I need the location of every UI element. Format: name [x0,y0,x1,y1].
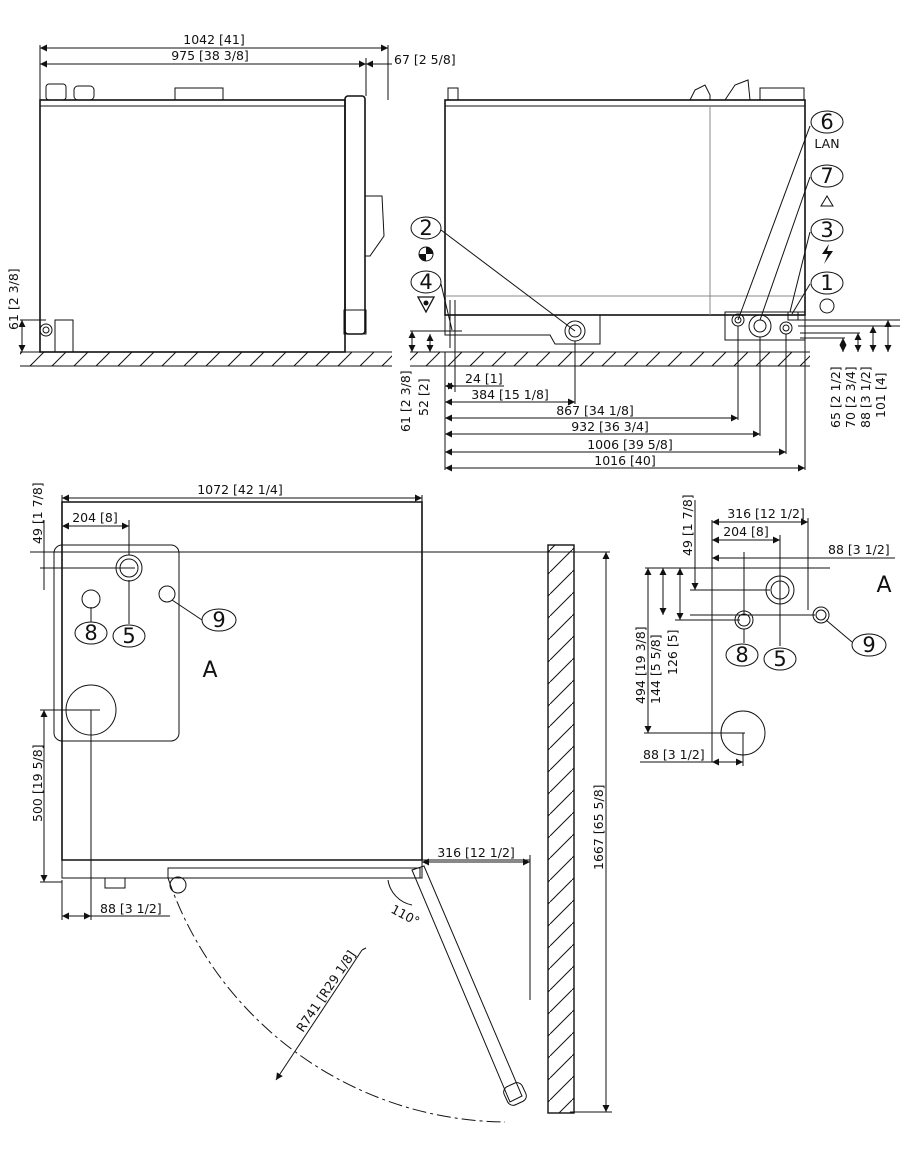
svg-text:5: 5 [773,647,786,671]
dim-rear-offset: 52 [2] [416,378,431,416]
rear-body [444,99,806,316]
dim-top-88: 88 [3 1/2] [100,901,162,916]
callout-7: 7 [810,164,844,207]
dim-side-foot: 61 [2 3/8] [6,268,21,330]
dim-h88: 88 [3 1/2] [858,366,873,428]
water-inlet-icon [418,246,434,262]
lan-label: LAN [814,136,839,151]
dim-door-depth: 67 [2 5/8] [394,52,456,67]
callout-5-detail: 5 [763,647,797,671]
dim-a-49: 49 [1 7/8] [680,494,695,556]
dim-rear-total: 1016 [40] [594,453,655,468]
callout-2: 2 [410,216,442,262]
detail-ref-A: A [202,658,217,683]
dim-a-494: 494 [19 3/8] [633,626,648,704]
svg-text:5: 5 [122,624,135,648]
side-floor [20,352,392,366]
dim-a-144: 144 [5 5/8] [648,634,663,704]
side-body [39,99,346,353]
dim-a-316: 316 [12 1/2] [727,506,805,521]
circle-icon [819,298,835,314]
dim-conn-5: 932 [36 3/4] [571,419,649,434]
svg-text:4: 4 [419,270,432,294]
dim-a-204: 204 [8] [723,524,769,539]
equipotential-icon [820,195,834,207]
dim-side-inner-width: 975 [38 3/8] [171,48,249,63]
dim-door-radius: R741 [R29 1/8] [293,948,359,1035]
detail-zone [53,544,180,742]
side-door [344,95,366,335]
svg-text:7: 7 [820,164,833,188]
detail-a: A 8 5 9 316 [12 1/2] 204 [8] 88 [3 1/2] [633,494,895,766]
dim-drain-x1: 24 [1] [465,371,503,386]
callout-3: 3 [810,218,844,264]
callout-8-detail: 8 [725,643,759,667]
rear-floor [410,352,810,366]
dim-conn-9: 1006 [39 5/8] [587,437,673,452]
callout-1: 1 [810,271,844,314]
svg-text:9: 9 [212,608,225,632]
dim-top-49: 49 [1 7/8] [30,482,45,544]
callout-9-detail: 9 [851,633,887,657]
dim-top-204: 204 [8] [72,510,118,525]
wall [547,544,575,1114]
svg-text:8: 8 [84,621,97,645]
svg-text:6: 6 [820,110,833,134]
drain-icon [416,296,436,314]
side-view: 1042 [41] 975 [38 3/8] 67 [2 5/8] 61 [2 … [6,32,456,367]
dim-top-width: 1072 [42 1/4] [197,482,283,497]
dim-h70: 70 [2 3/4] [843,366,858,428]
svg-text:9: 9 [862,633,875,657]
svg-text:2: 2 [419,216,432,240]
svg-text:3: 3 [820,218,833,242]
dim-top-1667: 1667 [65 5/8] [591,784,606,870]
dim-conn-8: 867 [34 1/8] [556,403,634,418]
dim-top-316: 316 [12 1/2] [437,845,515,860]
callout-5-top: 5 [112,624,146,648]
electrical-icon [822,244,833,264]
dim-a-88-bottom: 88 [3 1/2] [643,747,705,762]
dim-top-500: 500 [19 5/8] [30,744,45,822]
dim-rear-foot: 61 [2 3/8] [398,370,413,432]
top-view: A 8 5 9 110° R741 [R29 1/8] 1072 [ [30,482,612,1123]
dim-h101: 101 [4] [873,372,888,418]
callout-8-top: 8 [74,621,108,645]
dim-side-width: 1042 [41] [183,32,244,47]
dim-a-126: 126 [5] [665,629,680,675]
dim-door-angle: 110° [389,901,423,928]
rear-view: 2 4 6 LAN 7 3 [398,79,900,472]
svg-text:8: 8 [735,643,748,667]
detail-title-A: A [876,573,891,598]
dim-drain-x2: 384 [15 1/8] [471,387,549,402]
callout-4: 4 [410,270,442,314]
dim-a-88-top: 88 [3 1/2] [828,542,890,557]
dim-h65: 65 [2 1/2] [828,366,843,428]
svg-text:1: 1 [820,271,833,295]
callout-6: 6 LAN [810,110,844,151]
top-body [61,501,423,861]
callout-9-top: 9 [201,608,237,632]
